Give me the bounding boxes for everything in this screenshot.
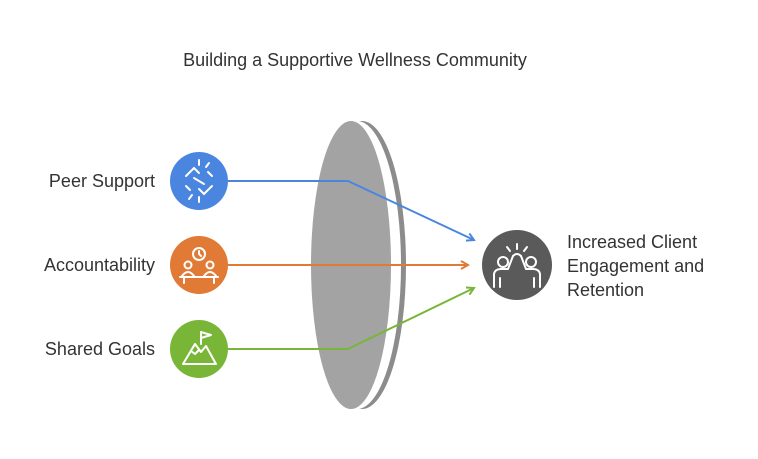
output-label-line-3: Retention <box>567 280 645 300</box>
label-peer-support: Peer Support <box>48 171 155 191</box>
output-label: Increased Client Engagement and Retentio… <box>567 230 747 302</box>
broken-chain-icon <box>170 152 228 210</box>
diagram-title: Building a Supportive Wellness Community <box>183 50 527 70</box>
label-accountability: Accountability <box>43 255 155 275</box>
label-shared-goals: Shared Goals <box>44 339 155 359</box>
people-with-clock-icon <box>170 236 228 294</box>
connector-peer-support <box>228 180 474 240</box>
high-five-icon <box>482 230 552 300</box>
output-label-line-2: Engagement and <box>567 256 705 276</box>
mountain-flag-icon <box>170 320 228 378</box>
output-label-line-1: Increased Client <box>567 232 698 252</box>
connector-shared-goals <box>228 288 474 350</box>
